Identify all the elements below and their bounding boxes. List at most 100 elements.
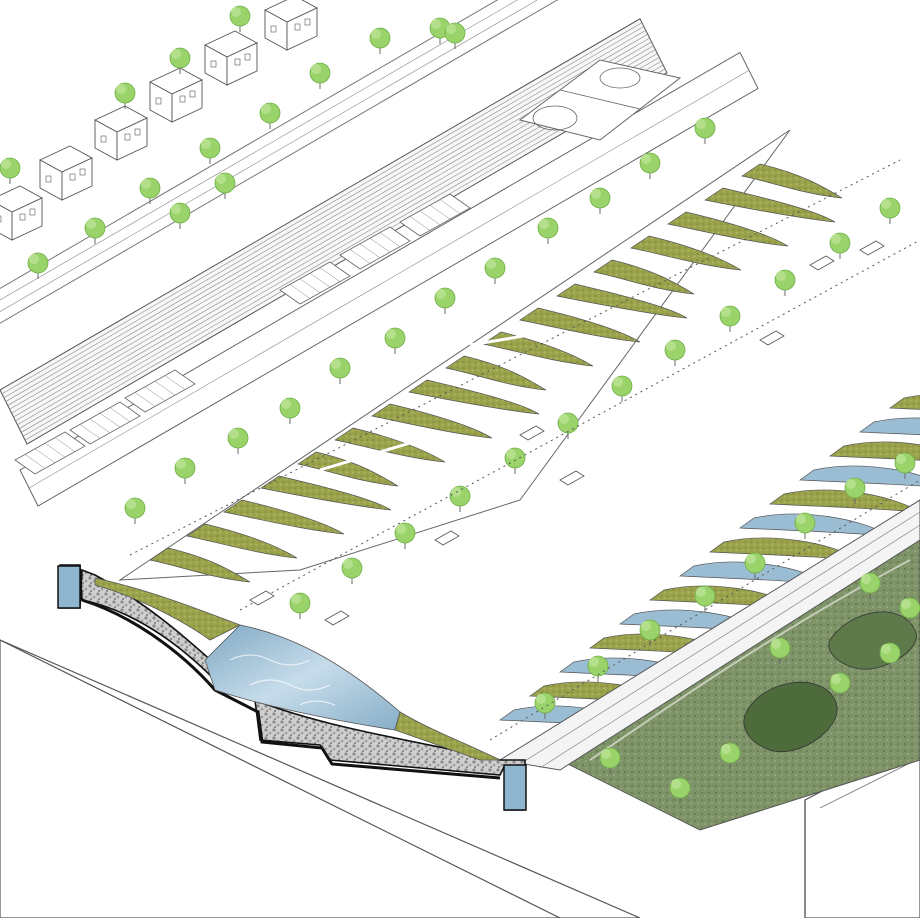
car-icon — [559, 470, 585, 486]
house-icon — [94, 105, 148, 161]
grass-wedge — [297, 451, 399, 487]
tree-icon — [899, 597, 920, 624]
parking-lots — [14, 193, 471, 475]
tree-icon — [744, 552, 766, 579]
house-icon — [264, 0, 318, 51]
drain-right — [503, 764, 527, 811]
car-icon — [759, 330, 785, 346]
tree-icon — [537, 217, 559, 244]
tree-icon — [484, 257, 506, 284]
grass-wedge — [408, 379, 540, 415]
fence-line — [129, 159, 901, 556]
tree-icon — [794, 512, 816, 539]
park-strip — [118, 129, 791, 581]
tree-icon — [227, 427, 249, 454]
parking-lot — [279, 261, 351, 305]
tree-icon — [669, 777, 691, 804]
parking-lot — [399, 193, 471, 237]
grass-wedge — [223, 499, 345, 535]
tree-icon — [879, 642, 901, 669]
tree-icon — [829, 232, 851, 259]
tree-icon — [859, 572, 881, 599]
tree-icon — [214, 172, 236, 199]
water-channel-wedges — [498, 395, 920, 729]
tree-icon — [694, 585, 716, 612]
cross-section — [57, 564, 527, 811]
tree-icon — [829, 672, 851, 699]
car-icon — [809, 255, 835, 271]
house-icon — [149, 67, 203, 123]
grass-wedge — [768, 489, 920, 513]
grass-wedge — [630, 235, 742, 271]
parking-lot — [339, 226, 411, 270]
drain-left — [57, 565, 81, 609]
tree-icon — [0, 157, 21, 184]
tree-icon — [774, 269, 796, 296]
car-icon — [324, 610, 350, 626]
parking-lot — [124, 369, 196, 413]
grass-wedge — [334, 427, 446, 463]
tree-icon — [694, 117, 716, 144]
ground-plane — [0, 639, 920, 918]
tree-icon — [369, 27, 391, 54]
tree-icon — [611, 375, 633, 402]
foreground-ground — [0, 639, 641, 918]
car-icon — [519, 425, 545, 441]
grass-wedge — [371, 403, 493, 439]
tree-icon — [534, 692, 556, 719]
tree-icon — [27, 252, 49, 279]
house-row — [0, 0, 318, 241]
terraced-grass-wedges — [118, 129, 843, 583]
gravel-fill — [59, 564, 526, 811]
water-wedge — [798, 465, 920, 487]
tree-icon — [279, 397, 301, 424]
grass-wedge — [445, 355, 547, 391]
wetland-path — [589, 559, 911, 761]
tree-layer — [0, 5, 920, 804]
basketball-court — [518, 59, 682, 141]
tree-icon — [84, 217, 106, 244]
car-icon — [434, 530, 460, 546]
grass-wedge — [519, 307, 641, 343]
tree-icon — [329, 357, 351, 384]
grass-wedge — [556, 283, 688, 319]
tree-icon — [769, 637, 791, 664]
grass-wedge — [593, 259, 695, 295]
car-layer — [249, 240, 885, 626]
house-icon — [204, 30, 258, 86]
grass-wedge — [482, 331, 594, 367]
tree-icon — [719, 742, 741, 769]
tree-icon — [894, 452, 916, 479]
ground-edge-line — [0, 639, 561, 918]
tree-icon — [124, 497, 146, 524]
tree-icon — [587, 655, 609, 682]
grass-wedge — [149, 547, 251, 583]
tree-icon — [341, 557, 363, 584]
tree-icon — [719, 305, 741, 332]
car-icon — [859, 240, 885, 256]
fence-lines — [129, 159, 920, 741]
tree-icon — [394, 522, 416, 549]
tree-icon — [664, 339, 686, 366]
tree-icon — [557, 412, 579, 439]
wetland-pond — [743, 681, 838, 753]
grass-wedge — [741, 163, 843, 199]
tree-icon — [139, 177, 161, 204]
road-band — [0, 0, 559, 324]
section-water — [204, 624, 401, 731]
house-icon — [39, 145, 93, 201]
tree-icon — [639, 619, 661, 646]
neighbourhood-area — [0, 0, 920, 560]
house-icon — [0, 185, 43, 241]
stepped-embankment — [498, 499, 920, 771]
tree-icon — [229, 5, 251, 32]
tree-icon — [309, 62, 331, 89]
tree-icon — [169, 202, 191, 229]
tree-icon — [879, 197, 901, 224]
tree-icon — [434, 287, 456, 314]
parking-lot — [14, 431, 86, 475]
tree-icon — [114, 82, 136, 109]
road-bands — [0, 0, 759, 507]
grass-wedge — [704, 187, 836, 223]
